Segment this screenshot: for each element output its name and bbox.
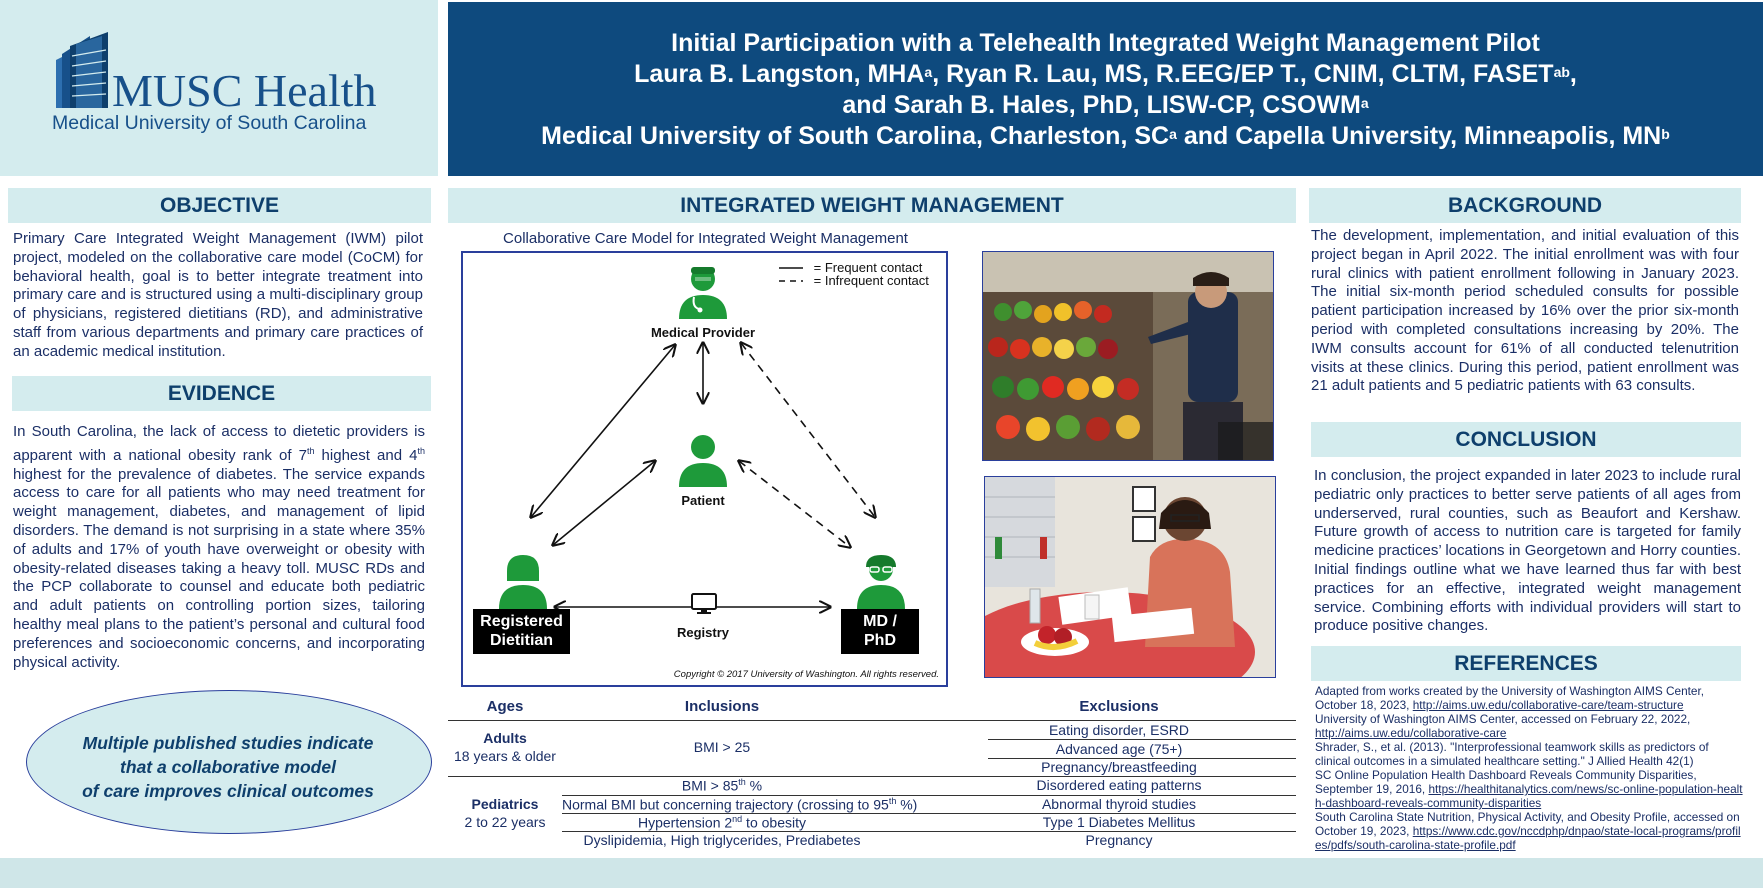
- bottom-band: [0, 858, 1763, 888]
- diagram-arrows: [463, 267, 946, 685]
- peds-inclusion-2: Normal BMI but concerning trajectory (cr…: [562, 796, 918, 813]
- registry-computer-icon: [691, 593, 717, 614]
- logo-subtitle: Medical University of South Carolina: [52, 112, 367, 134]
- peds-exclusion-3: Type 1 Diabetes Mellitus: [1042, 814, 1196, 830]
- iwm-heading: INTEGRATED WEIGHT MANAGEMENT: [448, 188, 1296, 223]
- adults-exclusion-3: Pregnancy/breastfeeding: [1041, 759, 1197, 775]
- reference-1-link[interactable]: http://aims.uw.edu/collaborative-care/te…: [1412, 698, 1684, 712]
- table-rule: [988, 739, 1296, 740]
- reference-1: Adapted from works created by the Univer…: [1315, 684, 1705, 712]
- conclusion-text: In conclusion, the project expanded in l…: [1314, 467, 1741, 635]
- background-heading: BACKGROUND: [1309, 188, 1741, 223]
- pediatrics-range: 2 to 22 years: [464, 814, 546, 830]
- logo-panel: MUSC Health Medical University of South …: [0, 0, 438, 176]
- callout-text: Multiple published studies indicate that…: [82, 733, 374, 801]
- affiliations-line: Medical University of South Carolina, Ch…: [541, 122, 1670, 150]
- medical-provider-label: Medical Provider: [650, 325, 756, 340]
- dietitian-icon: [499, 555, 547, 609]
- table-rule: [448, 776, 1296, 777]
- table-header-ages: Ages: [486, 698, 524, 715]
- table-header-rule: [448, 720, 1296, 721]
- woman-at-table-photo: [984, 476, 1276, 678]
- adults-label: Adults: [483, 730, 527, 746]
- registered-dietitian-box: Registered Dietitian: [473, 609, 570, 654]
- peds-exclusion-2: Abnormal thyroid studies: [1041, 796, 1197, 812]
- reference-2-link[interactable]: http://aims.uw.edu/collaborative-care: [1315, 726, 1507, 740]
- reference-2: University of Washington AIMS Center, ac…: [1315, 712, 1691, 740]
- objective-heading: OBJECTIVE: [8, 188, 431, 223]
- registry-label: Registry: [676, 625, 730, 640]
- logo-name: MUSC Health: [112, 65, 377, 116]
- references-list: Adapted from works created by the Univer…: [1315, 684, 1743, 852]
- reference-5: South Carolina State Nutrition, Physical…: [1315, 810, 1741, 852]
- poster-title: Initial Participation with a Telehealth …: [671, 29, 1540, 57]
- table-rule: [562, 795, 1296, 796]
- collaborative-care-diagram: = Frequent contact = Infrequent contact …: [461, 251, 948, 687]
- peds-inclusion-3: Hypertension 2nd to obesity: [637, 814, 806, 831]
- medical-provider-icon: [679, 267, 727, 319]
- adults-inclusion: BMI > 25: [693, 739, 751, 755]
- table-header-inclusions: Inclusions: [684, 698, 760, 715]
- table-header-exclusions: Exclusions: [1079, 698, 1159, 715]
- peds-exclusion-4: Pregnancy: [1085, 832, 1153, 848]
- reference-4: SC Online Population Health Dashboard Re…: [1315, 768, 1743, 810]
- legend-frequent: = Frequent contact: [810, 260, 923, 275]
- peds-exclusion-1: Disordered eating patterns: [1036, 777, 1202, 793]
- legend-infrequent: = Infrequent contact: [810, 273, 929, 288]
- adults-exclusion-2: Advanced age (75+): [1055, 741, 1183, 757]
- reference-5-link[interactable]: https://www.cdc.gov/nccdphp/dnpao/state-…: [1315, 824, 1741, 852]
- pediatrics-label: Pediatrics: [471, 796, 539, 812]
- background-text: The development, implementation, and ini…: [1311, 227, 1739, 395]
- woman-at-table-image: [985, 477, 1275, 677]
- grocery-shopper-image: [983, 252, 1273, 460]
- patient-icon: [679, 435, 727, 487]
- objective-text: Primary Care Integrated Weight Managemen…: [13, 230, 423, 360]
- md-phd-icon: [857, 555, 905, 609]
- conclusion-heading: CONCLUSION: [1311, 422, 1741, 457]
- musc-building-icon: [56, 32, 108, 108]
- table-rule: [562, 813, 1296, 814]
- adults-range: 18 years & older: [454, 748, 556, 764]
- criteria-table: Ages Inclusions Exclusions Adults 18 yea…: [448, 692, 1296, 852]
- diagram-copyright: Copyright © 2017 University of Washingto…: [673, 669, 939, 680]
- reference-3: Shrader, S., et al. (2013). "Interprofes…: [1315, 740, 1709, 768]
- adults-exclusion-1: Eating disorder, ESRD: [1048, 722, 1190, 738]
- grocery-shopper-photo: [982, 251, 1274, 461]
- md-phd-box: MD / PhD: [841, 609, 919, 654]
- reference-4-link[interactable]: https://healthitanalytics.com/news/sc-on…: [1315, 782, 1743, 810]
- diagram-title: Collaborative Care Model for Integrated …: [503, 230, 908, 247]
- table-rule: [988, 758, 1296, 759]
- references-heading: REFERENCES: [1311, 646, 1741, 681]
- poster-header: Initial Participation with a Telehealth …: [448, 2, 1763, 176]
- evidence-text: In South Carolina, the lack of access to…: [13, 423, 425, 671]
- callout-oval: [26, 690, 432, 834]
- peds-inclusion-1: BMI > 85th %: [681, 777, 763, 794]
- patient-label: Patient: [681, 493, 725, 508]
- table-rule: [562, 831, 1296, 832]
- peds-inclusion-4: Dyslipidemia, High triglycerides, Predia…: [583, 832, 861, 848]
- evidence-heading: EVIDENCE: [12, 376, 431, 411]
- authors-line-2: and Sarah B. Hales, PhD, LISW-CP, CSOWMa: [842, 91, 1369, 119]
- authors-line-1: Laura B. Langston, MHAa, Ryan R. Lau, MS…: [634, 60, 1577, 88]
